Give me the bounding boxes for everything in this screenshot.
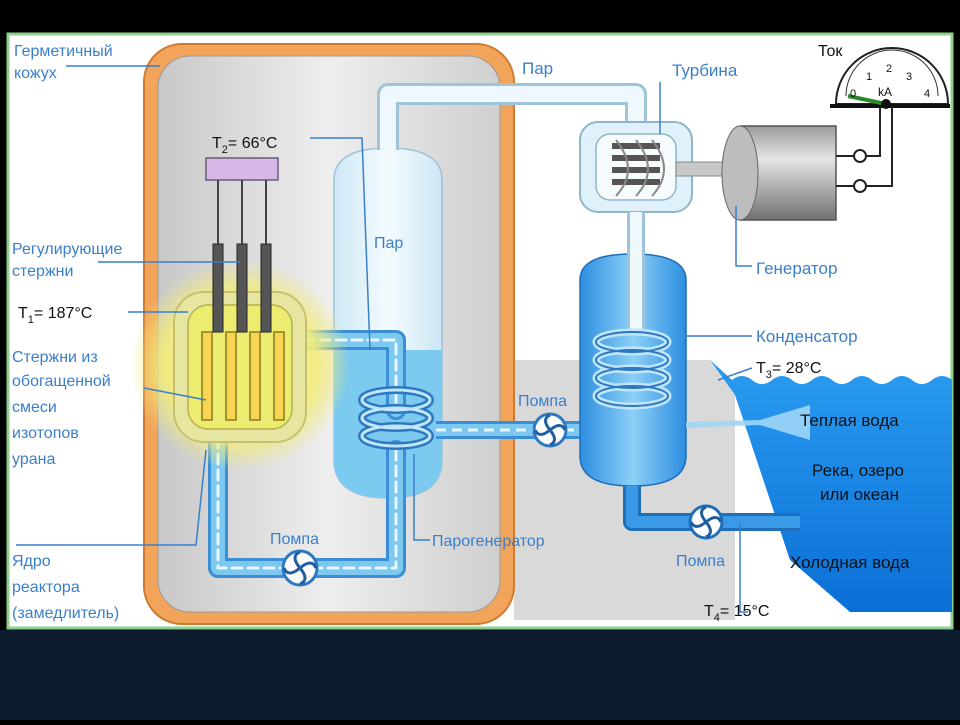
label-cold-water: Холодная вода	[790, 553, 910, 572]
label-fuel-rods-4: изотопов	[12, 425, 79, 442]
label-t2: T2= 66°C	[212, 135, 277, 156]
label-drum-steam: Пар	[374, 235, 403, 252]
fuel-rods	[201, 331, 285, 421]
label-water-body-2: или океан	[820, 485, 899, 504]
ammeter-scale: 0 1 2 3 4 kA	[850, 63, 930, 100]
labels: Герметичный кожух Пар Турбина Ток T2= 66…	[12, 43, 910, 624]
label-fuel-rods-3: смеси	[12, 399, 57, 416]
label-control-rods-1: Регулирующие	[12, 241, 122, 258]
label-t3: T3= 28°C	[756, 360, 821, 381]
leader-lines	[16, 65, 753, 613]
warm-water-outflow	[686, 405, 810, 440]
ammeter-icon	[830, 47, 950, 109]
meter-tick-3: 3	[906, 71, 912, 83]
label-pump-secondary: Помпа	[518, 393, 567, 410]
bottom-band	[0, 630, 960, 720]
label-generator: Генератор	[756, 259, 837, 278]
meter-unit: kA	[878, 85, 892, 99]
meter-tick-0: 0	[850, 88, 856, 100]
label-pump-primary: Помпа	[270, 531, 319, 548]
label-core-3: (замедлитель)	[12, 605, 119, 622]
feedwater-pump-icon	[532, 412, 568, 448]
label-t1: T1= 187°C	[18, 305, 92, 326]
label-fuel-rods-2: обогащенной	[12, 373, 111, 390]
steam-line	[377, 83, 647, 150]
label-steam-generator: Парогенератор	[432, 533, 545, 550]
label-containment-1: Герметичный	[14, 43, 113, 60]
cooling-inlet-line	[623, 486, 800, 531]
label-water-body-1: Река, озеро	[812, 461, 904, 480]
label-fuel-rods-1: Стержни из	[12, 349, 98, 366]
label-condenser: Конденсатор	[756, 327, 858, 346]
label-steam-top: Пар	[522, 59, 553, 78]
label-warm-water: Теплая вода	[800, 411, 899, 430]
meter-tick-4: 4	[924, 88, 930, 100]
label-core-1: Ядро	[12, 553, 51, 570]
primary-pump-icon	[281, 549, 319, 587]
meter-tick-1: 1	[866, 71, 872, 83]
label-current: Ток	[818, 43, 843, 60]
label-fuel-rods-5: урана	[12, 451, 55, 468]
generator	[721, 104, 893, 221]
label-containment-2: кожух	[14, 65, 57, 82]
control-rods	[212, 180, 272, 333]
label-t4: T4= 15°C	[704, 603, 769, 624]
meter-tick-2: 2	[886, 63, 892, 75]
label-control-rods-2: стержни	[12, 263, 73, 280]
cooling-pump-icon	[688, 504, 724, 540]
control-rod-drive	[205, 157, 279, 181]
label-core-2: реактора	[12, 579, 80, 596]
label-turbine: Турбина	[672, 61, 738, 80]
turbine	[579, 121, 737, 213]
label-pump-cooling: Помпа	[676, 553, 725, 570]
